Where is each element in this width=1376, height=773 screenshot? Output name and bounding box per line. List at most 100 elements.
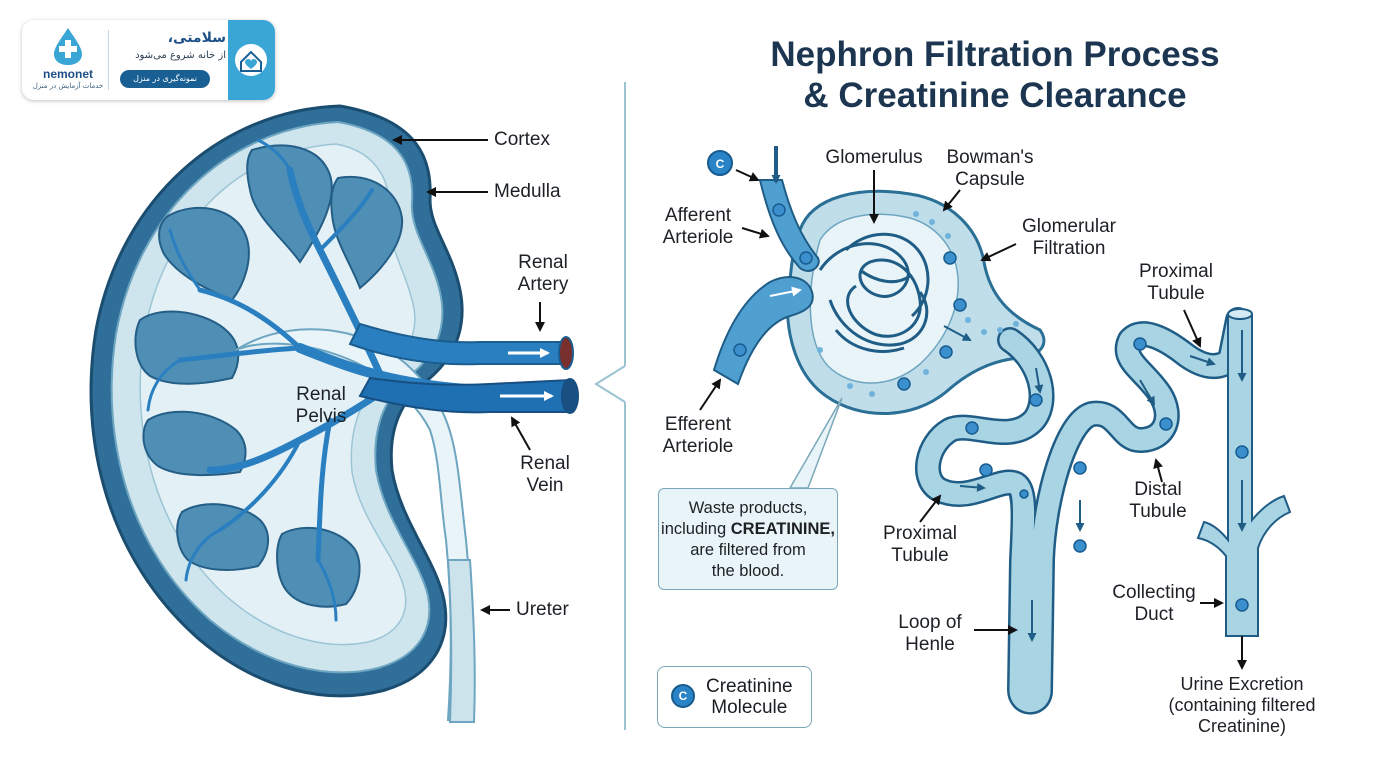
incoming-creatinine (707, 150, 733, 176)
proximal-upper-line-1: Proximal (1139, 261, 1213, 282)
callout-line-2-prefix: including (661, 520, 731, 538)
title-line-2: & Creatinine Clearance (803, 76, 1187, 115)
callout-pointer (788, 397, 843, 489)
creatinine-molecule (1235, 445, 1249, 459)
afferent-line-2: Arteriole (662, 227, 734, 248)
creatinine-molecule (1019, 489, 1029, 499)
filtration-callout: Waste products, including CREATININE, ar… (658, 488, 838, 590)
label-afferent-arteriole: Afferent Arteriole (648, 205, 748, 249)
label-proximal-tubule-lower: Proximal Tubule (872, 523, 968, 567)
renal-vein-line-2: Vein (526, 475, 564, 496)
urine-line-2: (containing filtered (1168, 695, 1316, 715)
renal-artery-line-1: Renal (518, 252, 568, 273)
section-divider (594, 82, 626, 730)
label-renal-artery: Renal Artery (508, 252, 578, 296)
urine-line-1: Urine Excretion (1180, 674, 1304, 694)
tubule-inner (917, 309, 1249, 712)
callout-line-3: are filtered from (690, 541, 806, 559)
label-urine-excretion: Urine Excretion (containing filtered Cre… (1152, 674, 1332, 737)
renal-pelvis-line-1: Renal (296, 384, 346, 405)
callout-line-1: Waste products, (688, 499, 808, 517)
legend: C Creatinine Molecule (657, 666, 812, 728)
pyramid (134, 310, 240, 385)
incoming-creatinine-symbol: C (716, 157, 725, 171)
pyramid (176, 503, 269, 571)
label-ureter: Ureter (516, 599, 569, 620)
legend-line-1: Creatinine (706, 676, 793, 697)
vessel-tree (146, 138, 565, 622)
brand-side-panel (228, 20, 275, 100)
label-renal-vein: Renal Vein (510, 453, 580, 497)
urine-line-3: Creatinine) (1197, 716, 1287, 736)
afferent-arteriole (758, 179, 820, 272)
filtrate-dots (817, 211, 1019, 397)
label-glomerulus: Glomerulus (825, 147, 923, 168)
renal-artery-line-2: Artery (517, 274, 569, 295)
creatinine-molecule (733, 343, 747, 357)
afferent-line-1: Afferent (664, 205, 732, 226)
creatinine-molecule (979, 463, 993, 477)
legend-line-2: Molecule (711, 697, 788, 718)
page-title: Nephron Filtration Process & Creatinine … (700, 34, 1290, 116)
creatinine-molecule (953, 298, 967, 312)
ureter (446, 559, 476, 723)
creatinine-molecules (733, 203, 1249, 612)
artery-opening (558, 336, 574, 370)
brand-name: nemonet (42, 67, 93, 81)
label-glomerular-filtration: Glomerular Filtration (1014, 216, 1124, 260)
label-collecting-duct: Collecting Duct (1100, 582, 1208, 626)
label-renal-pelvis: Renal Pelvis (284, 384, 358, 428)
callout-creatinine: CREATININE, (730, 520, 835, 538)
creatinine-molecule (799, 251, 813, 265)
creatinine-molecule (1073, 461, 1087, 475)
proximal-lower-line-1: Proximal (883, 523, 957, 544)
brand-divider (108, 30, 109, 90)
title-line-1: Nephron Filtration Process (770, 35, 1220, 74)
brand-headline: سلامتی، (167, 30, 226, 46)
flow-arrows (943, 325, 1216, 642)
label-medulla: Medulla (494, 181, 561, 202)
renal-vein (358, 376, 571, 414)
proximal-lower-line-2: Tubule (891, 545, 949, 566)
efferent-line-1: Efferent (664, 414, 732, 435)
home-sampling-pill: نمونه‌گیری در منزل (120, 70, 210, 88)
creatinine-molecule (1073, 539, 1087, 553)
callout-line-4: the blood. (711, 562, 785, 580)
kidney (89, 104, 579, 723)
nephron-arrows (699, 170, 1224, 635)
collecting-line-2: Duct (1134, 604, 1174, 625)
creatinine-molecule (1159, 417, 1173, 431)
nephron: C (699, 146, 1292, 715)
pyramid (142, 410, 247, 477)
filtration-line-1: Glomerular (1022, 216, 1116, 237)
label-distal-tubule: Distal Tubule (1118, 479, 1198, 523)
creatinine-molecule (897, 377, 911, 391)
label-loop-of-henle: Loop of Henle (888, 612, 972, 656)
brand-tagline: از خانه شروع می‌شود (135, 50, 226, 61)
callout-line-2: including CREATININE, (659, 519, 837, 540)
vein-opening (561, 378, 579, 414)
creatinine-molecule (1133, 337, 1147, 351)
renal-pyramids (134, 144, 404, 608)
distal-line-2: Tubule (1129, 501, 1187, 522)
label-proximal-tubule-upper: Proximal Tubule (1128, 261, 1224, 305)
henle-line-2: Henle (905, 634, 955, 655)
filtration-line-2: Filtration (1032, 238, 1106, 259)
bowmans-line-2: Capsule (955, 169, 1025, 190)
proximal-upper-line-2: Tubule (1147, 283, 1205, 304)
label-cortex: Cortex (494, 129, 550, 150)
creatinine-molecule (772, 203, 786, 217)
creatinine-molecule (939, 345, 953, 359)
efferent-line-2: Arteriole (662, 436, 734, 457)
home-heart-icon (235, 44, 267, 76)
creatinine-molecule (943, 251, 957, 265)
efferent-arteriole (712, 276, 814, 386)
collecting-duct (1196, 313, 1292, 637)
renal-vein-line-1: Renal (520, 453, 570, 474)
brand-card[interactable]: nemonet خدمات آزمایش در منزل سلامتی، از … (22, 20, 275, 100)
creatinine-symbol-icon: C (671, 684, 695, 708)
creatinine-molecule (1029, 393, 1043, 407)
duct-opening (1227, 308, 1253, 320)
